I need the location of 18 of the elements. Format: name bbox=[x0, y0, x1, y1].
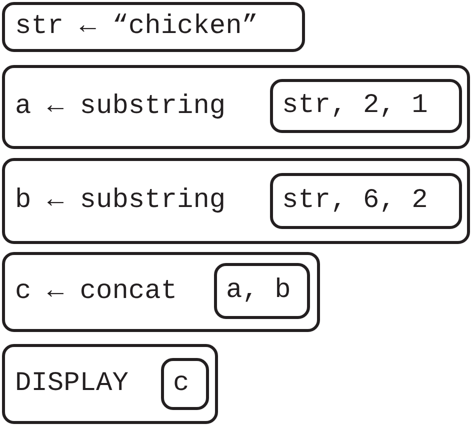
code-block bbox=[2, 344, 218, 424]
code-text: c bbox=[172, 369, 190, 399]
code-block bbox=[2, 65, 470, 149]
code-text: str, 6, 2 bbox=[281, 186, 428, 216]
code-text: b ← substring bbox=[14, 186, 226, 216]
parameter-block bbox=[161, 358, 209, 410]
parameter-block bbox=[270, 79, 462, 133]
parameter-block bbox=[270, 173, 462, 229]
code-block bbox=[2, 158, 470, 244]
code-text: str ← “chicken” bbox=[14, 12, 258, 42]
code-block bbox=[2, 252, 320, 332]
code-text: c ← concat bbox=[14, 277, 178, 307]
parameter-block bbox=[214, 263, 310, 319]
code-text: str, 2, 1 bbox=[281, 91, 428, 121]
code-block bbox=[2, 2, 305, 52]
code-text: a ← substring bbox=[14, 92, 226, 122]
code-text: DISPLAY bbox=[14, 369, 128, 399]
code-text: a, b bbox=[225, 276, 291, 306]
